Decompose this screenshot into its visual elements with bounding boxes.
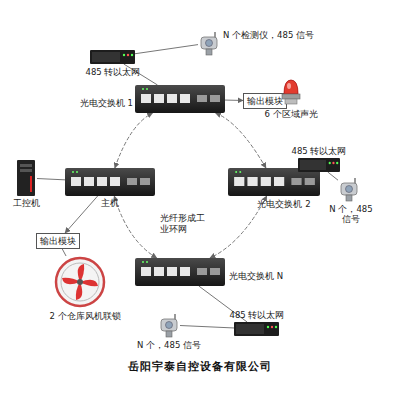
signal-link [62,249,66,256]
signal-link [37,179,65,180]
node-label: 主机 [65,198,155,208]
ring-link [114,196,156,258]
node-label: N 个，485 信号 [124,340,214,350]
node-label: 光电交换机 1 [71,98,133,108]
node-label: 485 转以太网 [284,146,354,156]
node-label: 输出模块 [244,96,286,106]
node-label: 6 个区域声光 [258,109,324,119]
signal-link [135,45,198,54]
node-label: N 个检测仪，485 信号 [223,30,323,40]
node-label: 485 转以太网 [222,310,292,320]
device-icon: N 个，485 信号 [338,176,360,202]
node-label: 2 个仓库风机联锁 [44,311,126,321]
module-box: 输出模块 [36,233,80,249]
switch-box: 光电交换机 2 [228,168,320,196]
node-label: 光电交换机 N [229,271,299,281]
ring-note: 光纤形成工业环网 [160,213,206,235]
node-label: 输出模块 [37,236,79,246]
node-label: 光电交换机 2 [238,199,330,209]
signal-link [328,172,338,180]
device-icon: 2 个仓库风机联锁 [54,256,106,308]
switch-box: 主机 [65,168,155,196]
device-icon: 工控机 [15,160,37,196]
device-icon: 6 个区域声光 [280,76,302,106]
signal-link [225,100,243,101]
device-icon: N 个，485 信号 [158,312,180,338]
caption: 岳阳宇泰自控设备有限公司 [0,360,400,374]
signal-link [180,326,234,328]
switch-box: 光电交换机 1 [135,85,225,113]
device-icon: N 个检测仪，485 信号 [198,30,220,56]
node-label: N 个，485 信号 [326,204,376,224]
switch-box: 光电交换机 N [135,258,225,286]
ring-link [115,113,153,168]
device-icon: 485 转以太网 [90,50,135,64]
node-label: 工控机 [5,198,47,208]
signal-link [65,196,98,233]
device-icon: 485 转以太网 [298,158,340,172]
ring-link [216,113,266,168]
node-label: 485 转以太网 [78,67,148,77]
device-icon: 485 转以太网 [234,322,279,336]
module-box: 输出模块 [243,93,287,109]
